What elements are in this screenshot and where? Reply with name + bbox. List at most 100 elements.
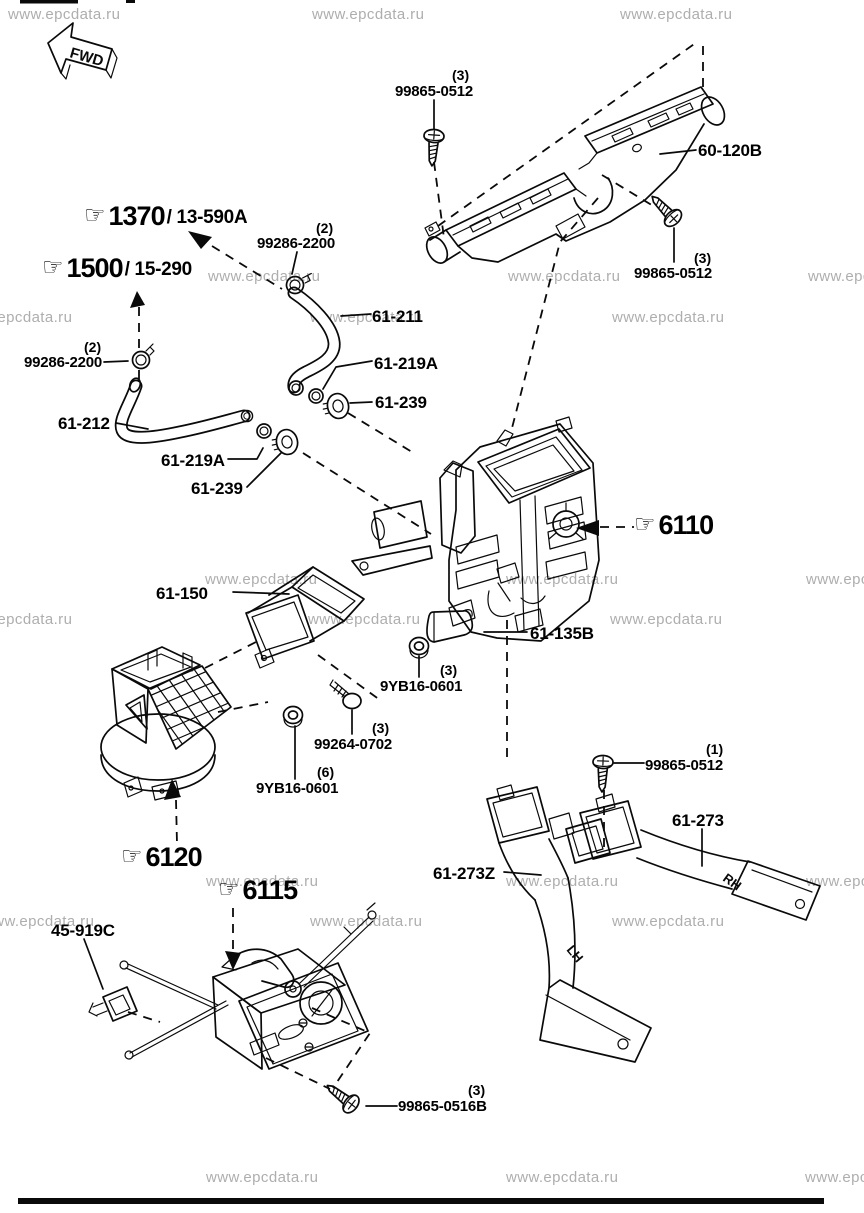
lh-marking: LH	[564, 942, 587, 965]
screw-99865-0516B	[320, 1076, 364, 1117]
part-label-99865-0516B: 99865-0516B	[398, 1098, 487, 1115]
pointing-hand-icon: ☞	[42, 253, 64, 281]
part-label-45-919C: 45-919C	[51, 921, 115, 940]
part-label-99264-0702: 99264-0702	[314, 736, 393, 753]
part-label-99286-2200-left: 99286-2200	[24, 354, 103, 371]
callout-6115: ☞6115	[218, 875, 299, 905]
watermark-text: www.epcdata.ru	[506, 873, 619, 890]
arrowheads	[130, 231, 599, 970]
watermark-text: www.epcdata.ru	[612, 913, 725, 930]
grommet-61-239-right	[319, 390, 352, 423]
floor-duct-61-273Z-drawing: LH	[486, 784, 652, 1063]
watermark-text: www.epcdata.ru	[205, 571, 318, 588]
part-label-61-150: 61-150	[156, 584, 208, 603]
part-qty-9YB16-0601-6: (6)	[317, 764, 335, 780]
part-label-61-273: 61-273	[672, 811, 724, 830]
clamp-61-219A-right	[308, 388, 324, 404]
nut-9YB16-0601-3	[408, 636, 430, 659]
watermark-text: www.epcdata.ru	[0, 913, 95, 930]
nut-9YB16-0601-6	[282, 705, 304, 728]
part-label-61-212: 61-212	[58, 414, 110, 433]
fwd-arrow: FWD	[47, 22, 118, 80]
part-qty-99286-2200-left: (2)	[84, 339, 102, 355]
grommet-61-239-left	[268, 426, 301, 459]
callout-number-6120: 6120	[145, 842, 203, 872]
callout-6110: ☞6110	[634, 510, 715, 540]
watermark-text: www.epcdata.ru	[508, 268, 621, 285]
part-qty-99865-0516B: (3)	[468, 1082, 486, 1098]
callout-number-6115: 6115	[242, 875, 299, 905]
part-qty-99286-2200-upper: (2)	[316, 220, 334, 236]
watermark-text: www.epcdata.ru	[806, 571, 864, 588]
watermark-text: www.epcdata.ru	[506, 571, 619, 588]
clamp-61-219A-left	[256, 423, 272, 439]
part-label-61-135B: 61-135B	[530, 624, 594, 643]
fwd-arrow-label: FWD	[68, 45, 106, 71]
floor-duct-61-273-drawing: RH	[579, 793, 821, 921]
fasteners-drawing	[282, 127, 686, 1117]
clip-99264-0702	[329, 679, 362, 710]
rh-marking: RH	[720, 870, 744, 893]
screw-99865-0512-right	[644, 188, 686, 231]
cover-61-135B-drawing	[426, 609, 474, 643]
part-label-60-120B: 60-120B	[698, 141, 762, 160]
part-label-61-219A-right: 61-219A	[374, 354, 438, 373]
watermark-text: www.epcdata.ru	[612, 309, 725, 326]
part-label-9YB16-0601-3: 9YB16-0601	[380, 678, 463, 695]
callout-suffix-1500: / 15-290	[124, 259, 193, 280]
pointing-hand-icon: ☞	[218, 875, 240, 903]
watermark-text: www.epcdata.ru	[620, 6, 733, 23]
watermark-text: www.epcdata.ru	[312, 6, 425, 23]
part-label-61-239-left: 61-239	[191, 479, 243, 498]
pointing-hand-icon: ☞	[121, 842, 143, 870]
callout-1500: ☞1500/ 15-290	[42, 255, 192, 282]
watermark-text: www.epcdata.ru	[808, 268, 864, 285]
part-label-61-273Z: 61-273Z	[433, 864, 495, 883]
part-label-99865-0512-right: 99865-0512	[634, 265, 713, 282]
watermark-text: www.epcdata.ru	[506, 1169, 619, 1186]
blower-mesh-grid	[148, 666, 231, 749]
part-qty-9YB16-0601-3: (3)	[440, 662, 458, 678]
part-qty-99264-0702: (3)	[372, 720, 390, 736]
pointing-hand-icon: ☞	[84, 201, 106, 229]
screw-99865-0512-top	[421, 127, 446, 168]
callout-1370: ☞1370/ 13-590A	[84, 201, 248, 231]
watermark-text: www.epcdata.ru	[310, 913, 423, 930]
callout-number-6110: 6110	[658, 510, 715, 540]
watermark-text: www.epcdata.ru	[0, 611, 73, 628]
heater-hoses-drawing	[114, 266, 352, 459]
watermark-text: www.epcdata.ru	[206, 1169, 319, 1186]
callout-number-1500: 1500	[66, 253, 124, 283]
heater-unit-6110-drawing	[351, 416, 600, 642]
part-label-99286-2200-upper: 99286-2200	[257, 235, 336, 252]
clamp-99286-2200-left	[131, 343, 155, 370]
part-label-61-239-right: 61-239	[375, 393, 427, 412]
watermark-text: www.epcdata.ru	[206, 873, 319, 890]
screw-99865-0512-one	[591, 754, 615, 794]
part-label-99865-0512-one: 99865-0512	[645, 757, 724, 774]
callout-6120: ☞6120	[121, 842, 203, 872]
callout-suffix-1370: / 13-590A	[166, 207, 248, 228]
dashed-assembly-lines	[127, 41, 704, 1090]
defroster-duct-60-120B-drawing	[424, 86, 726, 264]
watermark-text: www.epcdata.ru	[310, 309, 423, 326]
callout-number-1370: 1370	[108, 201, 166, 231]
watermark-text: www.epcdata.ru	[805, 1169, 864, 1186]
control-panel-6115-drawing	[119, 902, 377, 1070]
part-label-9YB16-0601-6: 9YB16-0601	[256, 780, 339, 797]
duct-61-150-drawing	[245, 566, 365, 669]
part-qty-99865-0512-one: (1)	[706, 741, 724, 757]
part-qty-99865-0512-top: (3)	[452, 67, 470, 83]
part-label-99865-0512-top: 99865-0512	[395, 83, 474, 100]
blower-unit-6120-drawing	[100, 646, 232, 801]
watermark-text: www.epcdata.ru	[610, 611, 723, 628]
part-label-61-219A-left: 61-219A	[161, 451, 225, 470]
resistor-45-919C-drawing	[88, 986, 138, 1022]
part-qty-99865-0512-right: (3)	[694, 250, 712, 266]
leader-lines	[83, 99, 703, 1107]
watermark-text: www.epcdata.ru	[8, 6, 121, 23]
pointing-hand-icon: ☞	[634, 510, 656, 538]
page-border-marks	[18, 0, 824, 1204]
